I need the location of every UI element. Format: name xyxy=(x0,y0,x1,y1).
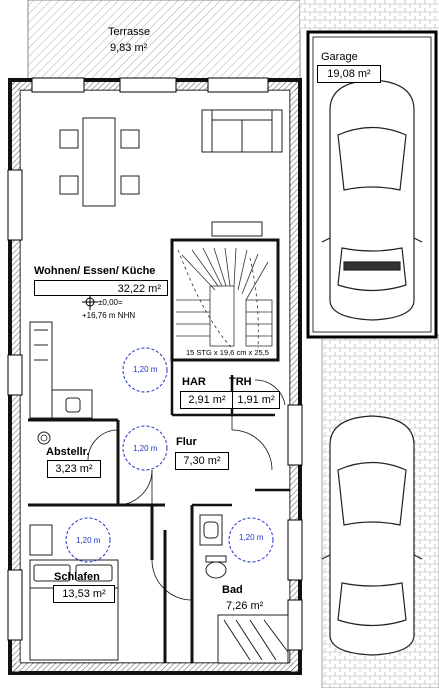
har-area-box: 2,91 m² xyxy=(180,391,234,409)
driveway-top xyxy=(300,0,439,30)
trh-area-box: 1,91 m² xyxy=(232,391,280,409)
elevation-line2: +16,76 m NHN xyxy=(82,311,136,320)
hall-area-box: 7,30 m² xyxy=(175,452,229,470)
elevation-line1: ±0,00= xyxy=(98,298,123,307)
car-garage xyxy=(321,79,423,321)
bedroom-area-box: 13,53 m² xyxy=(53,585,115,603)
storage-label: Abstellr. xyxy=(46,446,90,458)
turning-circle-label-4: 1,20 m xyxy=(239,533,264,542)
washing-machine xyxy=(37,431,51,445)
car-driveway xyxy=(321,415,423,656)
hall-label: Flur xyxy=(176,436,197,448)
har-label: HAR xyxy=(182,376,206,388)
storage-area-box: 3,23 m² xyxy=(47,460,101,478)
garage-label: Garage xyxy=(321,51,358,63)
staircase xyxy=(176,247,273,349)
turning-circle-label-2: 1,20 m xyxy=(133,444,158,453)
outer-wall xyxy=(8,78,302,675)
bath-fixtures xyxy=(199,514,289,664)
living-label: Wohnen/ Essen/ Küche xyxy=(34,265,156,277)
dining-table xyxy=(59,117,140,207)
bath-label: Bad xyxy=(222,584,243,596)
terrace-area xyxy=(27,0,301,81)
bath-area-label: 7,26 m² xyxy=(226,600,264,612)
turning-circles xyxy=(65,347,274,563)
garage-area-box: 19,08 m² xyxy=(317,65,381,83)
trh-label: TRH xyxy=(229,376,252,388)
elevation-marker xyxy=(82,294,98,310)
turning-circle-label-1: 1,20 m xyxy=(133,365,158,374)
living-area-box: 32,22 m² xyxy=(34,280,168,296)
terrace-area-label: 9,83 m² xyxy=(110,42,148,54)
kitchen-counter xyxy=(29,321,93,419)
sofa xyxy=(201,109,283,153)
bedroom-label: Schlafen xyxy=(54,571,100,583)
stair-enclosure xyxy=(170,238,280,362)
terrace-label: Terrasse xyxy=(108,26,151,38)
stairs-note: 15 STG x 19,6 cm x 25,5 xyxy=(186,348,269,357)
turning-circle-label-3: 1,20 m xyxy=(76,536,101,545)
